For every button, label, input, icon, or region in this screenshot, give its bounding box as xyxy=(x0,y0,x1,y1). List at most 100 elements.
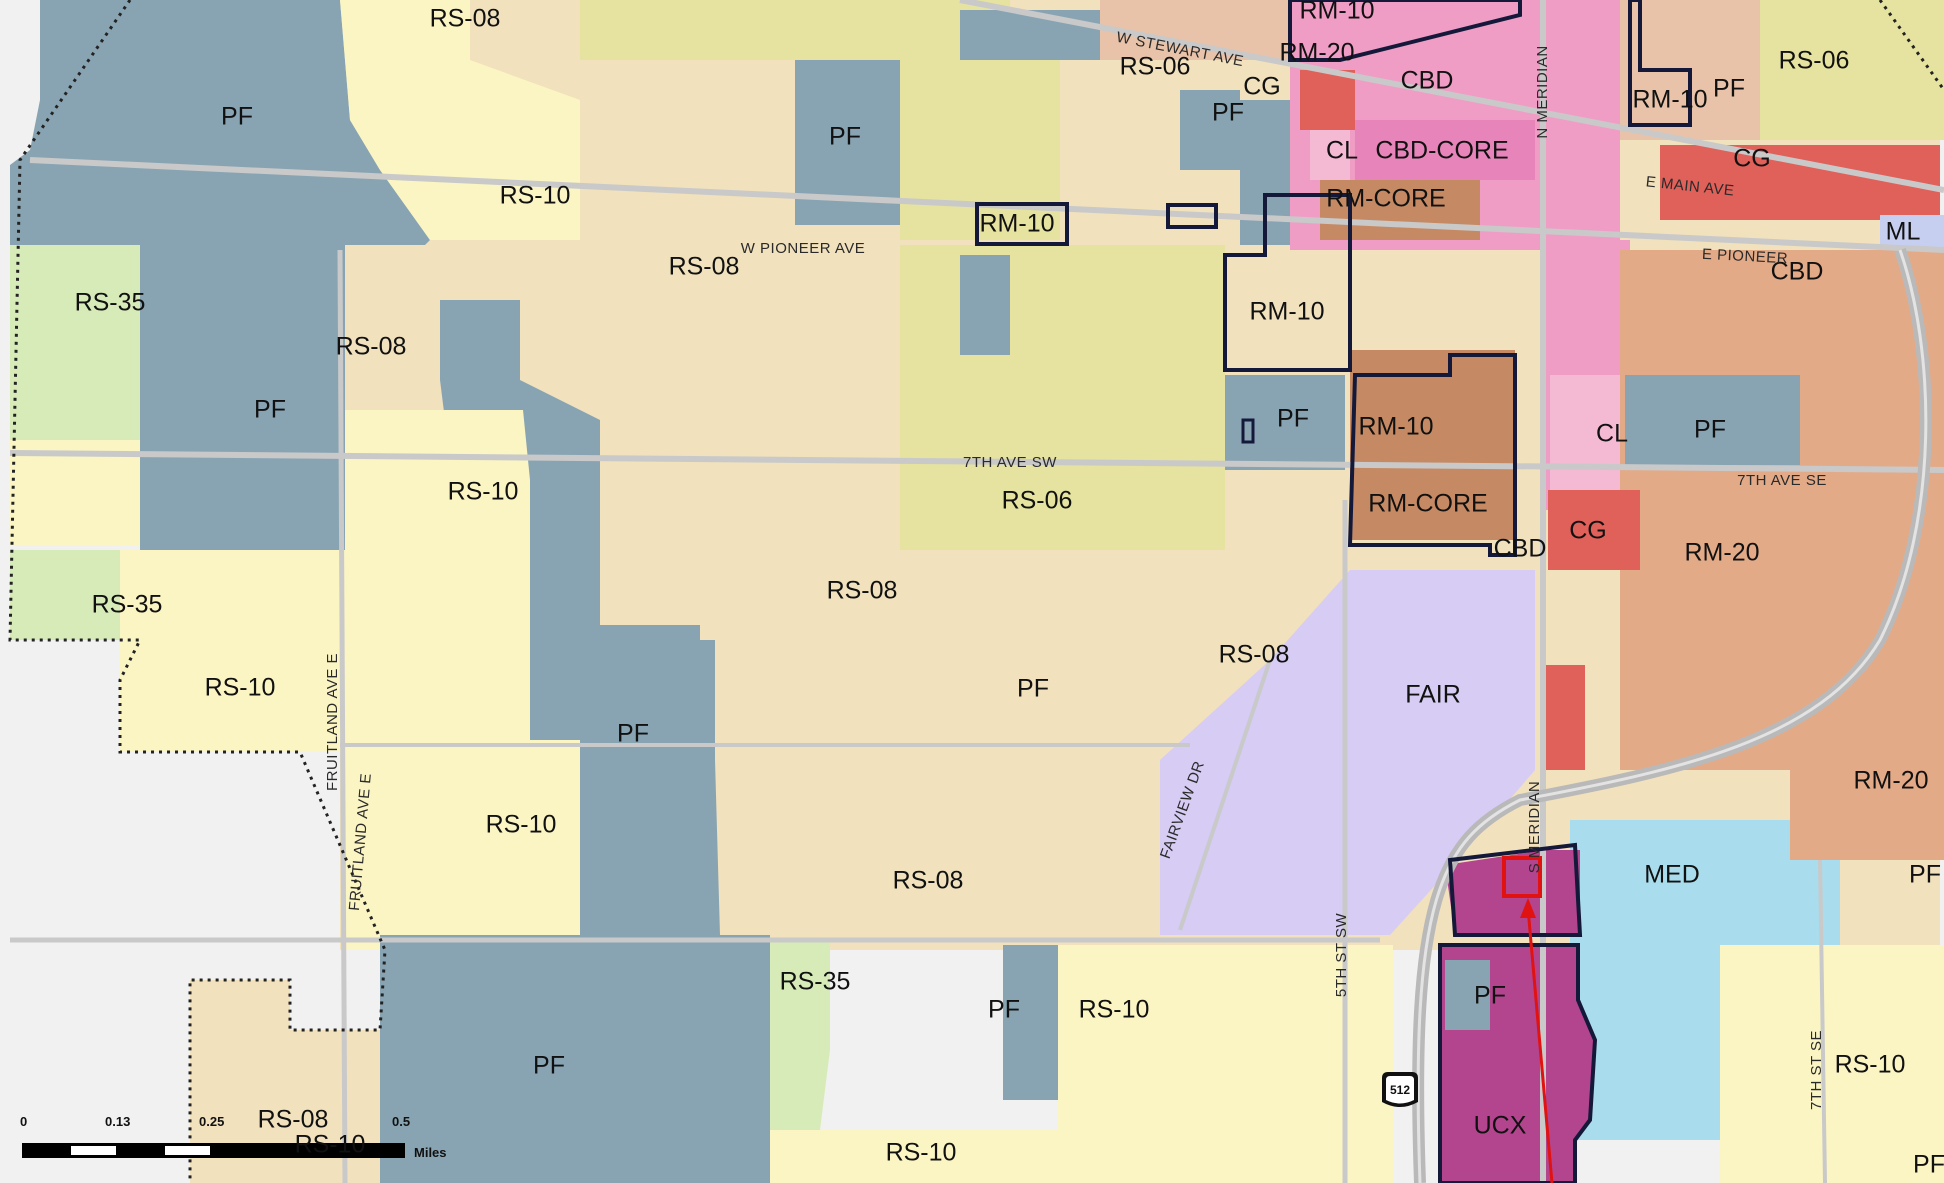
zone-label: PF xyxy=(1212,99,1244,127)
zone-rm-20 xyxy=(1620,250,1944,770)
zone-label: RM-10 xyxy=(979,210,1054,238)
zone-rs-35 xyxy=(770,940,830,1130)
zone-rs-06 xyxy=(1760,0,1944,140)
zone-label: PF xyxy=(254,396,286,424)
zone-label: RS-35 xyxy=(75,289,146,317)
zone-label: FAIR xyxy=(1405,681,1461,709)
street-fairview xyxy=(1178,659,1272,931)
zone-pf xyxy=(10,0,430,250)
zone-label: RS-08 xyxy=(893,867,964,895)
scale-bar-unit: Miles xyxy=(414,1145,447,1160)
zone-label: ML xyxy=(1886,218,1921,246)
zone-label: CG xyxy=(1733,145,1771,173)
zone-rs-10 xyxy=(1720,945,1944,1183)
overlay-outline xyxy=(1223,193,1352,372)
zone-label: RS-10 xyxy=(205,674,276,702)
street-label: N MERIDIAN xyxy=(1534,45,1551,138)
zone-label: RS-10 xyxy=(1079,996,1150,1024)
scale-bar-tick: 0.13 xyxy=(105,1114,130,1129)
zone-rm-core xyxy=(1320,180,1480,240)
zone-label: RS-06 xyxy=(1120,53,1191,81)
zone-rm-10 xyxy=(1100,0,1290,60)
overlay-outline xyxy=(1241,418,1255,444)
overlay-outline xyxy=(1288,0,1522,62)
zone-label: PF xyxy=(1474,982,1506,1010)
zone-rm-20 xyxy=(1790,760,1944,860)
zone-cbd-core xyxy=(1355,120,1535,180)
street-label: E PIONEER xyxy=(1702,246,1789,267)
overlay-outline xyxy=(1166,203,1218,229)
overlay-outline xyxy=(1447,842,1583,937)
zone-label: CG xyxy=(1569,517,1607,545)
street-label: 5TH ST SW xyxy=(1333,913,1350,998)
zone-label: PF xyxy=(1017,675,1049,703)
zone-label: PF xyxy=(1913,1151,1944,1179)
zone-label: PF xyxy=(533,1052,565,1080)
zone-label: PF xyxy=(1277,405,1309,433)
zone-label: RS-10 xyxy=(886,1139,957,1167)
zone-rs-35 xyxy=(10,550,140,640)
zone-label: RS-08 xyxy=(336,333,407,361)
zone-label: RM-10 xyxy=(1249,298,1324,326)
zone-label: RS-10 xyxy=(500,182,571,210)
zone-cl xyxy=(1310,130,1350,180)
zone-label: UCX xyxy=(1474,1112,1527,1140)
city-limit-line xyxy=(8,0,387,1183)
zone-label: CBD-CORE xyxy=(1375,137,1508,165)
zone-label: CBD xyxy=(1401,67,1454,95)
zone-label: RM-10 xyxy=(1358,413,1433,441)
zone-label: PF xyxy=(221,103,253,131)
zone-label: RM-CORE xyxy=(1326,185,1445,213)
location-arrow-head xyxy=(1520,898,1536,918)
zone-label: CG xyxy=(1243,73,1281,101)
zone-label: RS-08 xyxy=(430,5,501,33)
zone-label: CL xyxy=(1326,137,1358,165)
zone-label: PF xyxy=(1694,416,1726,444)
scale-bar: 0 0.13 0.25 0.5 Miles xyxy=(20,1114,447,1160)
zone-ml xyxy=(1880,215,1944,250)
city-limit-line-ne xyxy=(1878,0,1944,91)
zone-label: RS-10 xyxy=(1835,1051,1906,1079)
street-label: FRUITLAND AVE E xyxy=(324,653,341,791)
zone-label: PF xyxy=(1713,75,1745,103)
zone-label: RS-35 xyxy=(780,968,851,996)
street-label: 7TH ST SE xyxy=(1808,1030,1825,1110)
zone-cg xyxy=(1300,70,1355,130)
zone-rs-10 xyxy=(770,1130,1390,1183)
zone-label: RS-08 xyxy=(258,1106,329,1134)
zone-label: CBD xyxy=(1771,258,1824,286)
zone-label: RS-10 xyxy=(486,811,557,839)
zone-label: RS-06 xyxy=(1779,47,1850,75)
zone-label: RM-10 xyxy=(1299,0,1374,25)
route-shield-number: 512 xyxy=(1390,1083,1410,1097)
zone-rm-core xyxy=(1350,350,1515,540)
zone-label: RM-20 xyxy=(1853,767,1928,795)
zone-pf xyxy=(1003,945,1058,1100)
zone-label: RS-10 xyxy=(295,1131,366,1159)
scale-bar-tick: 0.5 xyxy=(392,1114,410,1129)
zone-pf xyxy=(960,255,1010,355)
zone-ucx xyxy=(1445,850,1580,935)
zone-pf xyxy=(1180,90,1240,170)
zone-rs-10 xyxy=(120,550,345,752)
zone-pf xyxy=(380,935,770,1183)
zone-label: PF xyxy=(1909,861,1941,889)
scale-bar-tick: 0.25 xyxy=(199,1114,224,1129)
zone-label: RS-06 xyxy=(1002,487,1073,515)
overlay-outline xyxy=(1628,0,1692,127)
overlay-outline xyxy=(1347,353,1517,557)
street-7th-ave xyxy=(9,450,1944,473)
zone-rs-08 xyxy=(190,980,380,1183)
zone-label: CBD xyxy=(1494,535,1547,563)
zone-label: RS-35 xyxy=(92,591,163,619)
scale-bar-tick: 0 xyxy=(20,1114,27,1129)
street-label: S MERIDIAN xyxy=(1526,781,1543,874)
subject-parcel xyxy=(1502,856,1542,898)
street-fruitland xyxy=(337,249,348,1183)
route-shield: 512 xyxy=(1382,1072,1418,1107)
zone-rs-06 xyxy=(580,0,1010,60)
zone-pf xyxy=(1625,375,1800,465)
